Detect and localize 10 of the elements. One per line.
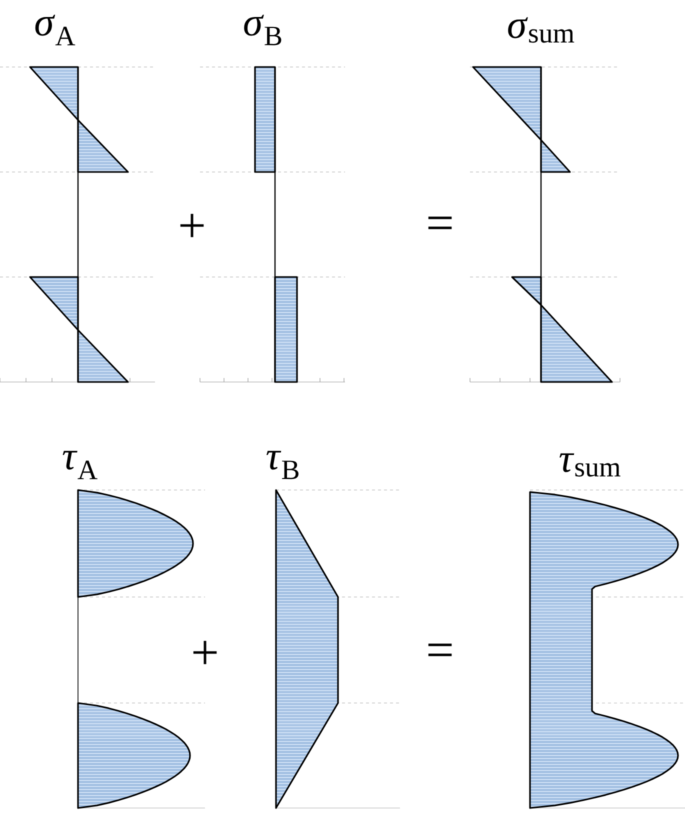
stress-symbol: τ$_{sum}$: [560, 453, 620, 477]
plus-sign: +: [193, 640, 217, 664]
stress-symbol: τ$_{B}$: [266, 450, 298, 480]
equals-sign: =: [428, 644, 452, 656]
stress-symbol: τ$_{A}$: [62, 450, 98, 480]
equals-sign: =: [428, 216, 452, 230]
stress-symbol: σ$_{A}$: [35, 14, 76, 46]
stress-symbol: σ$_{sum}$: [508, 17, 574, 43]
plus-sign: +: [180, 214, 204, 238]
stress-symbol: σ$_{B}$: [244, 14, 282, 46]
